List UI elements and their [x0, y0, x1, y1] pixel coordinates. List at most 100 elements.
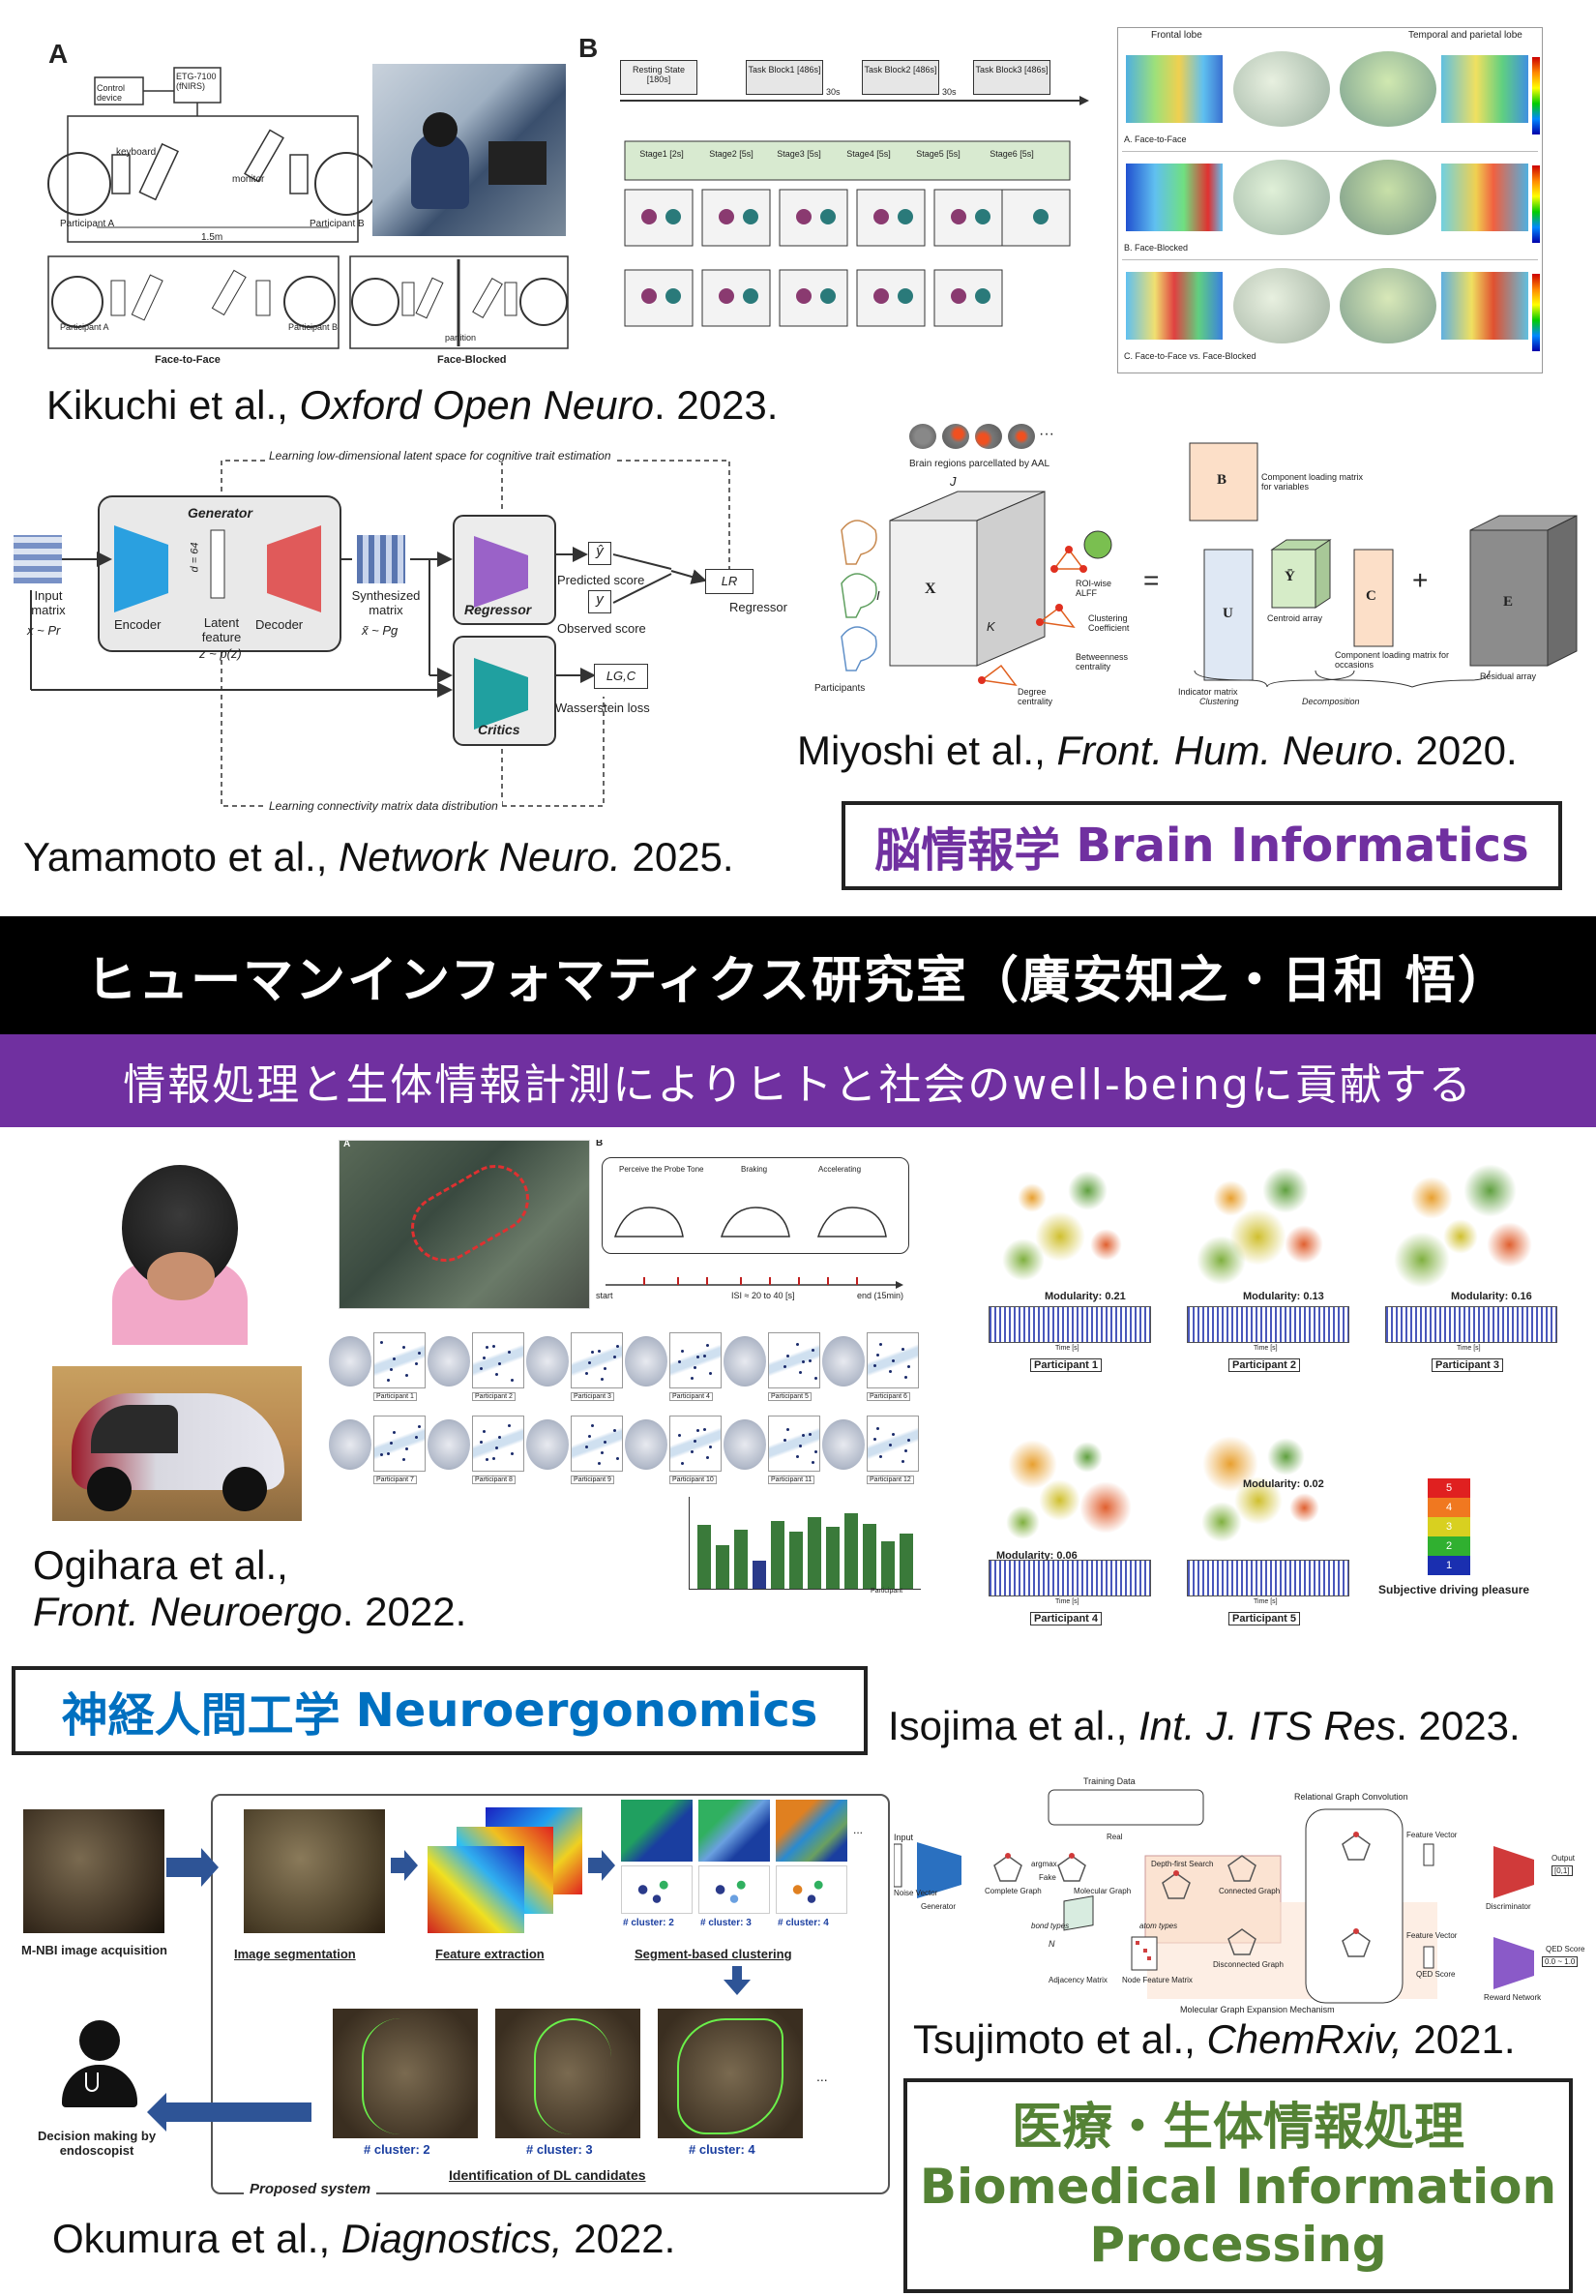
scatter-point [598, 1462, 601, 1465]
brain-topomap [329, 1336, 371, 1387]
face-blocked-label: Face-Blocked [437, 354, 507, 366]
clustering-bracket-label: Clustering [1199, 697, 1239, 706]
lab-title: ヒューマンインフォマティクス研究室（廣安知之・日和 悟） [86, 951, 1510, 1010]
brain-topomap [724, 1419, 766, 1470]
latent-eq-label: z ~ p(z) [199, 646, 242, 661]
participant-label: Participant 5 [768, 1392, 812, 1401]
participant-b-label-2: Participant B [288, 322, 339, 332]
network-cluster [1067, 1170, 1108, 1210]
etg-label: ETG-7100 (fNIRS) [176, 72, 217, 91]
network-cluster [1288, 1492, 1319, 1523]
scatter-point [907, 1439, 910, 1442]
segmentation-label: Image segmentation [234, 1947, 356, 1961]
degree-label: Degree centrality [1018, 687, 1053, 706]
neuroergonomics-jp: 神経人間工学 [61, 1688, 340, 1743]
citation-tsujimoto: Tsujimoto et al., ChemRxiv, 2021. [913, 2016, 1516, 2062]
participant-label: Participant 10 [669, 1476, 717, 1484]
network-cluster [1463, 1163, 1517, 1217]
scatter-point [694, 1366, 696, 1369]
braking-label: Braking [741, 1165, 768, 1174]
b-desc-label: Component loading matrix for variables [1261, 472, 1364, 492]
cluster-top-2: # cluster: 3 [700, 1918, 752, 1928]
d-eq-label: d = 64 [189, 542, 201, 573]
scatter-point [483, 1430, 486, 1433]
row-a-label: A. Face-to-Face [1124, 134, 1187, 144]
citation-kikuchi: Kikuchi et al., Oxford Open Neuro. 2023. [46, 382, 779, 428]
regressor-label: Regressor [464, 602, 532, 617]
network-cluster [1001, 1238, 1045, 1281]
scatter-point [393, 1357, 396, 1360]
input-eq-label: x ~ Pr [27, 623, 61, 638]
brain-topomap [625, 1336, 667, 1387]
scatter-plot [768, 1416, 820, 1472]
participant-b-label: Participant B [310, 219, 365, 229]
panel-letter-b: B [578, 33, 599, 63]
distance-label: 1.5m [201, 232, 223, 243]
network-cluster [1079, 1481, 1132, 1534]
frontal-lobe-label: Frontal lobe [1151, 30, 1202, 41]
scatter-plot [373, 1332, 426, 1388]
participant-label: Participant 11 [768, 1476, 815, 1484]
citation-okumura: Okumura et al., Diagnostics, 2022. [52, 2216, 676, 2261]
isi-label: ISI ≈ 20 to 40 [s] [731, 1291, 795, 1300]
brain-topomap [526, 1419, 569, 1470]
brain-row-b: B. Face-Blocked [1122, 154, 1538, 260]
scatter-point [613, 1429, 616, 1432]
scatter-point [486, 1346, 488, 1349]
scatter-point [904, 1376, 907, 1379]
input-matrix-label: Input matrix [31, 588, 66, 617]
reward-network-label: Reward Network [1484, 1993, 1542, 2002]
scatter-point [812, 1349, 814, 1352]
scatter-point [418, 1352, 421, 1355]
predicted-score-label: Predicted score [557, 573, 645, 587]
feature-map-stack [428, 1807, 582, 1933]
isojima-participant-label: Participant 3 [1432, 1358, 1504, 1372]
yamamoto-arrows [30, 460, 730, 807]
brain-topomap [526, 1336, 569, 1387]
accel-label: Accelerating [818, 1165, 862, 1174]
isojima-participant-label: Participant 1 [1030, 1358, 1103, 1372]
output-label: Output [1552, 1854, 1576, 1863]
lr-box: LR [705, 569, 754, 594]
lab-title-banner: ヒューマンインフォマティクス研究室（廣安知之・日和 悟） [0, 916, 1596, 1034]
scatter-point [480, 1441, 483, 1444]
scatter-point [703, 1355, 706, 1357]
scatter-point [783, 1439, 786, 1442]
bar [900, 1533, 913, 1589]
participant-label: Participant 6 [867, 1392, 910, 1401]
scatter-point [390, 1368, 393, 1371]
ogihara-course-map: A [339, 1140, 590, 1309]
participant-label: Participant 8 [472, 1476, 516, 1484]
kikuchi-room-diagram [47, 67, 569, 349]
cluster-bottom-3: # cluster: 4 [689, 2142, 755, 2157]
bar [826, 1527, 840, 1589]
bar [697, 1525, 711, 1589]
participant-label: Participant 4 [669, 1392, 713, 1401]
plus-sign: + [1412, 565, 1429, 595]
timeseries-plot [989, 1560, 1151, 1596]
latent-label: Latent feature [201, 615, 242, 644]
control-device-label: Control device [97, 83, 126, 103]
scatter-point [691, 1450, 694, 1453]
fake-label: Fake [1039, 1873, 1056, 1882]
participant-label: Participant 1 [373, 1392, 417, 1401]
neuroergonomics-tag: 神経人間工学 Neuroergonomics [12, 1666, 868, 1755]
scatter-point [709, 1372, 712, 1375]
isojima-participant-label: Participant 4 [1030, 1612, 1103, 1625]
brain-informatics-jp: 脳情報学 [874, 823, 1061, 878]
scatter-point [889, 1444, 892, 1446]
stage-1: Stage1 [2s] [639, 149, 684, 159]
panel-a-ogihara: A [343, 1140, 351, 1149]
citation-yamamoto: Yamamoto et al., Network Neuro. 2025. [23, 834, 734, 880]
modularity-label: Modularity: 0.16 [1451, 1291, 1532, 1302]
brain-region-icons: ··· [909, 424, 1064, 453]
bar-axis-label: Participant [871, 1588, 903, 1595]
i-label: I [876, 588, 880, 603]
scatter-point [387, 1379, 390, 1382]
time-axis-label: Time [s] [1055, 1598, 1079, 1605]
network-cluster [1006, 1505, 1040, 1539]
decoder-label: Decoder [255, 617, 304, 632]
scatter-point [802, 1434, 805, 1437]
legend-swatch: 3 [1428, 1517, 1470, 1536]
